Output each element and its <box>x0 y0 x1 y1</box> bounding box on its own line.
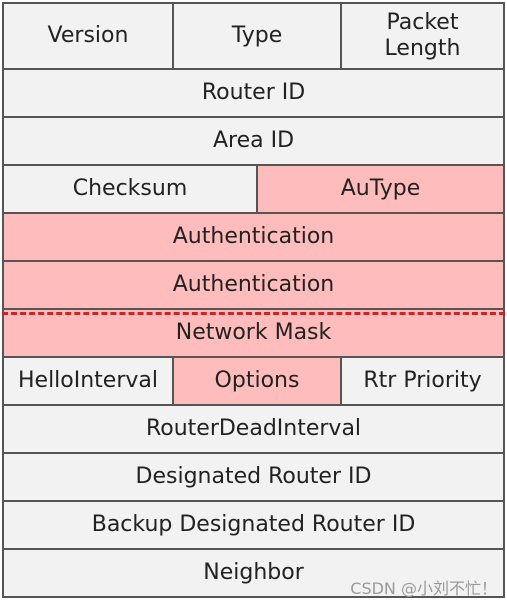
row-network-mask: Network Mask <box>2 310 505 358</box>
row-neighbor: Neighbor <box>2 550 505 598</box>
field-version: Version <box>4 4 172 68</box>
row-router-dead-interval: RouterDeadInterval <box>2 406 505 454</box>
watermark: CSDN @小刘不忙！ <box>350 579 497 598</box>
row-designated-router-id: Designated Router ID <box>2 454 505 502</box>
field-area-id: Area ID <box>4 118 503 164</box>
row-authentication-2: Authentication <box>2 262 505 310</box>
row-area-id: Area ID <box>2 118 505 166</box>
field-designated-router-id: Designated Router ID <box>4 454 503 500</box>
field-rtr-priority: Rtr Priority <box>340 358 503 404</box>
row-header: Version Type Packet Length <box>2 2 505 70</box>
row-checksum-autype: Checksum AuType <box>2 166 505 214</box>
field-authentication-1: Authentication <box>4 214 503 260</box>
field-type: Type <box>172 4 340 68</box>
ospf-hello-packet-diagram: Version Type Packet Length Router ID Are… <box>2 2 505 598</box>
field-router-dead-interval: RouterDeadInterval <box>4 406 503 452</box>
field-neighbor: Neighbor <box>4 550 503 596</box>
field-hello-interval: HelloInterval <box>4 358 172 404</box>
field-network-mask: Network Mask <box>4 310 503 356</box>
field-autype: AuType <box>256 166 503 212</box>
field-checksum: Checksum <box>4 166 256 212</box>
row-hello-options-priority: HelloInterval Options Rtr Priority <box>2 358 505 406</box>
row-backup-designated-router-id: Backup Designated Router ID <box>2 502 505 550</box>
row-authentication-1: Authentication <box>2 214 505 262</box>
field-options: Options <box>172 358 340 404</box>
field-backup-designated-router-id: Backup Designated Router ID <box>4 502 503 548</box>
row-router-id: Router ID <box>2 70 505 118</box>
field-router-id: Router ID <box>4 70 503 116</box>
dashed-separator <box>2 312 505 315</box>
field-packet-length: Packet Length <box>340 4 503 68</box>
field-authentication-2: Authentication <box>4 262 503 308</box>
